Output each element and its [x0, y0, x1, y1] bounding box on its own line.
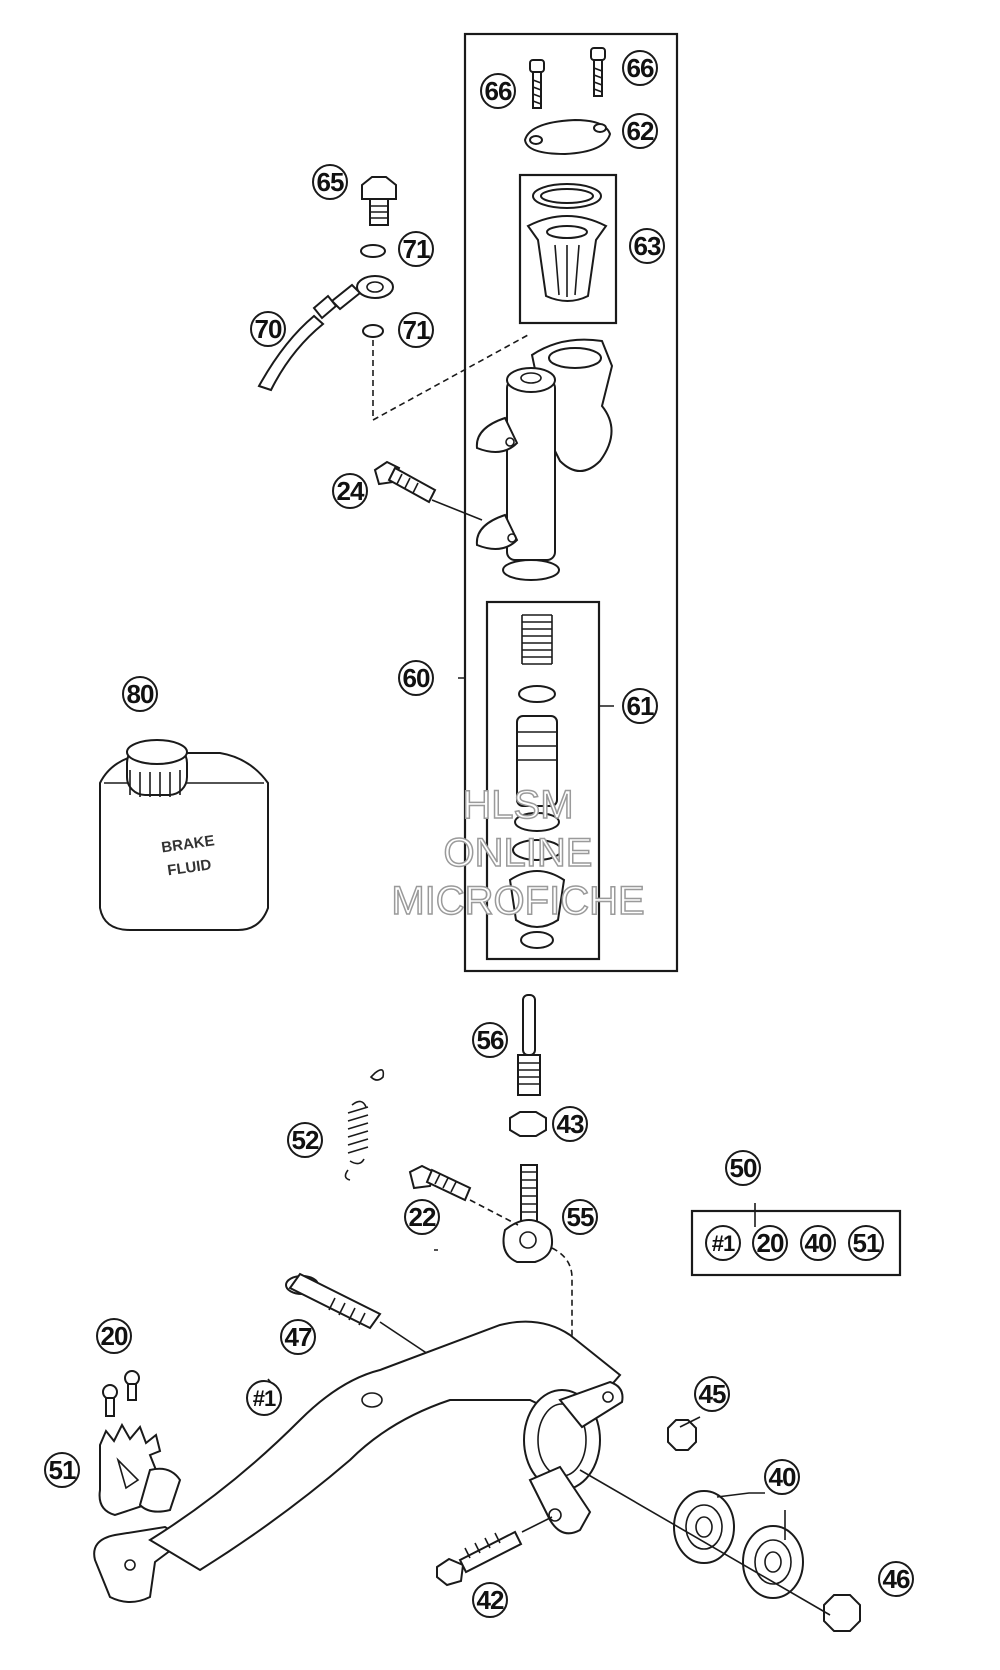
nut-43	[509, 1111, 547, 1137]
watermark-line3: MICROFICHE	[391, 879, 644, 923]
callout-62: 62	[622, 113, 658, 149]
callout-60: 60	[398, 660, 434, 696]
callout-50: 50	[725, 1150, 761, 1186]
svg-text:63: 63	[634, 231, 661, 261]
svg-text:20: 20	[757, 1228, 784, 1258]
callout-46: 46	[878, 1561, 914, 1597]
step-plate-51	[98, 1422, 182, 1517]
reservoir-63	[526, 183, 608, 302]
svg-text:52: 52	[292, 1125, 319, 1155]
callout-45: 45	[694, 1376, 730, 1412]
svg-text:40: 40	[805, 1228, 832, 1258]
svg-text:50: 50	[730, 1153, 757, 1183]
callout-71-lower: 71	[398, 312, 434, 348]
brake-hose-70	[257, 275, 394, 392]
callout-40: 40	[764, 1459, 800, 1495]
svg-text:80: 80	[127, 679, 154, 709]
callout-24: 24	[332, 473, 368, 509]
svg-text:43: 43	[557, 1109, 584, 1139]
callout-52: 52	[287, 1122, 323, 1158]
kit-item-51: 51	[848, 1225, 884, 1261]
screw-66-right	[590, 47, 606, 97]
callout-22: 22	[404, 1199, 440, 1235]
svg-text:51: 51	[49, 1455, 76, 1485]
bolt-47	[285, 1272, 441, 1363]
bolt-24	[373, 460, 483, 521]
svg-text:62: 62	[627, 116, 654, 146]
svg-text:#1: #1	[712, 1231, 735, 1256]
svg-text:71: 71	[403, 234, 430, 264]
callout-61: 61	[622, 688, 658, 724]
callout-66-right: 66	[622, 50, 658, 86]
banjo-bolt-65	[361, 176, 397, 226]
svg-text:66: 66	[485, 76, 512, 106]
svg-text:46: 46	[883, 1564, 910, 1594]
watermark: HLSM ONLINE MICROFICHE	[391, 782, 646, 924]
hose-route-line	[372, 334, 529, 422]
kit-item-20: 20	[752, 1225, 788, 1261]
callouts: 66 66 62 63 65 71 71 70 24 60 61 80 56 5…	[44, 50, 914, 1618]
bolt-42	[436, 1516, 553, 1587]
svg-text:65: 65	[317, 167, 344, 197]
bottle-label-line2: FLUID	[166, 856, 212, 879]
washer-71-upper	[360, 244, 386, 258]
svg-text:42: 42	[477, 1585, 504, 1615]
bolt-22	[408, 1164, 519, 1226]
callout-20: 20	[96, 1318, 132, 1354]
kit-item-40: 40	[800, 1225, 836, 1261]
kit-item-1: #1	[705, 1225, 741, 1261]
callout-55: 55	[562, 1199, 598, 1235]
callout-66-left: 66	[480, 73, 516, 109]
nut-46	[823, 1594, 861, 1632]
callout-56: 56	[472, 1022, 508, 1058]
svg-text:22: 22	[409, 1202, 436, 1232]
push-rod-56	[517, 994, 541, 1096]
svg-text:60: 60	[403, 663, 430, 693]
svg-text:#1: #1	[253, 1386, 276, 1411]
callout-43: 43	[552, 1106, 588, 1142]
screw-66-left	[529, 59, 545, 109]
brake-fluid-bottle-80: BRAKE FLUID	[99, 739, 269, 931]
nut-45	[667, 1419, 697, 1451]
bearing-40-outer	[742, 1525, 804, 1599]
watermark-line1: HLSM	[462, 783, 573, 827]
svg-text:55: 55	[567, 1202, 594, 1232]
svg-text:70: 70	[255, 314, 282, 344]
washer-71-lower	[362, 324, 384, 338]
master-cylinder-group-box	[463, 32, 679, 973]
reservoir-cap-62	[523, 118, 612, 156]
piston-kit-61	[508, 614, 566, 949]
callout-63: 63	[629, 228, 665, 264]
callout-51: 51	[44, 1452, 80, 1488]
svg-text:45: 45	[699, 1379, 726, 1409]
watermark-line2: ONLINE	[444, 831, 593, 875]
svg-text:20: 20	[101, 1321, 128, 1351]
svg-text:61: 61	[627, 691, 654, 721]
svg-text:56: 56	[477, 1025, 504, 1055]
callout-42: 42	[472, 1582, 508, 1618]
svg-text:24: 24	[337, 476, 365, 506]
svg-text:71: 71	[403, 315, 430, 345]
clevis-55	[502, 1164, 573, 1418]
callout-80: 80	[122, 676, 158, 712]
callout-71-upper: 71	[398, 231, 434, 267]
bearing-40-inner	[673, 1490, 735, 1564]
svg-text:47: 47	[285, 1322, 312, 1352]
kit-50-contents: #1 20 40 51	[690, 1209, 902, 1277]
reservoir-kit-box	[518, 173, 618, 325]
spring-52	[344, 1069, 385, 1181]
screws-20	[102, 1370, 140, 1417]
svg-text:51: 51	[853, 1228, 880, 1258]
callout-70: 70	[250, 311, 286, 347]
svg-text:40: 40	[769, 1462, 796, 1492]
pivot-axis-line	[579, 1469, 831, 1616]
piston-kit-box	[485, 600, 601, 961]
brake-pedal-1	[93, 1320, 624, 1603]
callout-1: #1	[246, 1380, 282, 1416]
callout-47: 47	[280, 1319, 316, 1355]
master-cylinder-body	[475, 338, 614, 581]
callout-65: 65	[312, 164, 348, 200]
svg-text:66: 66	[627, 53, 654, 83]
